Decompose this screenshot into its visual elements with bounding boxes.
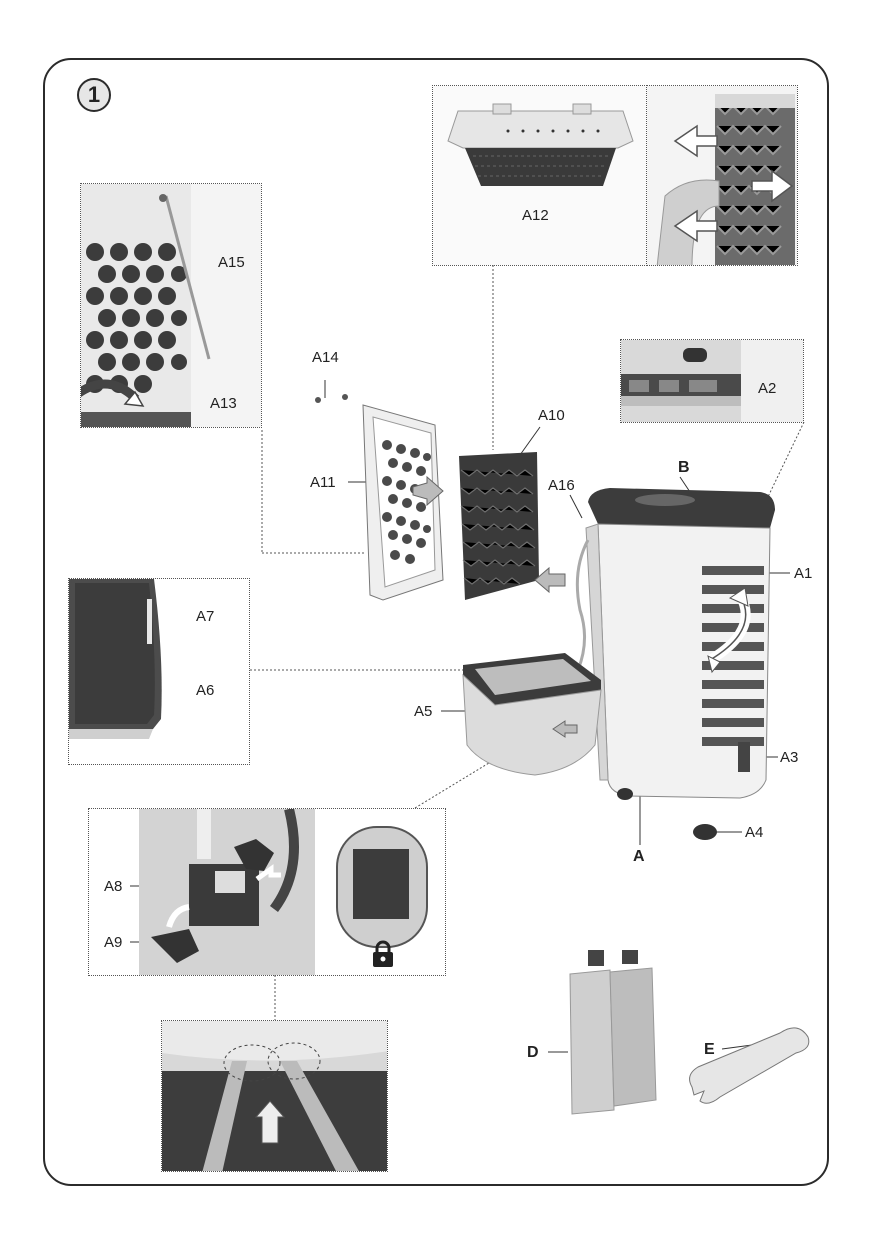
step-number-badge: 1	[77, 78, 111, 112]
filter-frame-a11	[362, 404, 444, 601]
top-cover-photo	[433, 86, 646, 265]
label-a13: A13	[210, 395, 237, 412]
label-a7: A7	[196, 608, 215, 625]
ice-packs-d	[569, 950, 657, 1115]
label-a10: A10	[538, 407, 565, 424]
label-a16: A16	[548, 477, 575, 494]
label-a2: A2	[758, 380, 777, 397]
lock-icon	[373, 940, 393, 967]
label-a: A	[633, 848, 645, 865]
label-a12: A12	[522, 207, 549, 224]
insert-arrow-icon	[534, 566, 566, 594]
cooling-pad-a10	[459, 452, 539, 600]
label-a11: A11	[310, 474, 336, 491]
panel-filter-install	[646, 85, 798, 266]
bottom-clip-photo	[162, 1021, 387, 1171]
water-level-photo	[621, 340, 803, 422]
label-a4: A4	[745, 824, 764, 841]
air-cooler-main-unit	[575, 488, 775, 840]
label-e: E	[704, 1041, 715, 1058]
page-frame	[43, 58, 829, 1186]
label-a9: A9	[104, 934, 123, 951]
up-arrow-icon	[254, 1100, 286, 1144]
label-a5: A5	[414, 703, 433, 720]
label-d: D	[527, 1044, 539, 1061]
filter-hand-photo	[647, 86, 797, 265]
pump-photo	[139, 809, 428, 975]
panel-bottom-clip	[161, 1020, 388, 1172]
panel-water-level	[620, 339, 804, 423]
side-frame-photo	[81, 184, 261, 427]
screws-a14	[315, 394, 348, 403]
label-a15: A15	[218, 254, 245, 271]
tank-detail-photo	[69, 579, 249, 764]
panel-side-frame-screw	[80, 183, 262, 428]
label-a14: A14	[312, 349, 339, 366]
panel-top-cover	[432, 85, 647, 266]
water-tank-a5	[462, 653, 602, 776]
label-a6: A6	[196, 682, 215, 699]
label-a8: A8	[104, 878, 123, 895]
label-b: B	[678, 459, 690, 476]
panel-pump-detail	[88, 808, 446, 976]
label-a3: A3	[780, 749, 799, 766]
wrench-e	[689, 1027, 810, 1104]
label-a1: A1	[794, 565, 813, 582]
panel-water-tank-detail	[68, 578, 250, 765]
